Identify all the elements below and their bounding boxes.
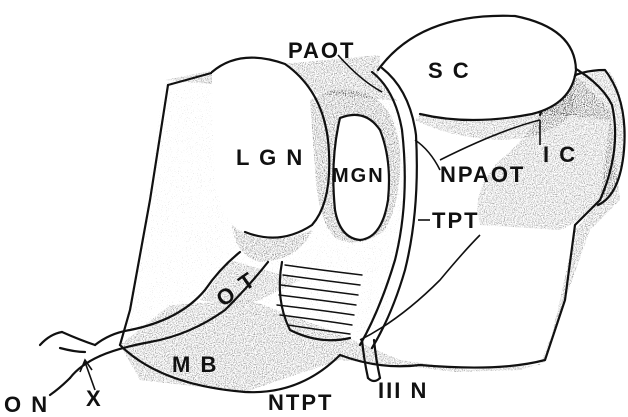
label-on: O N (4, 392, 49, 417)
label-iiin: III N (378, 378, 428, 403)
label-x: X (86, 386, 103, 411)
label-mgn: MGN (332, 165, 385, 187)
npaot-leader (415, 140, 440, 170)
label-ic: I C (543, 142, 577, 167)
label-tpt: TPT (432, 208, 480, 233)
label-mb: M B (172, 352, 218, 377)
label-lgn: L G N (236, 145, 304, 170)
label-paot: PAOT (288, 38, 355, 63)
label-sc: S C (428, 58, 471, 83)
label-ntpt: NTPT (268, 390, 333, 415)
superior-colliculus (378, 16, 576, 140)
label-npaot: NPAOT (440, 162, 525, 187)
